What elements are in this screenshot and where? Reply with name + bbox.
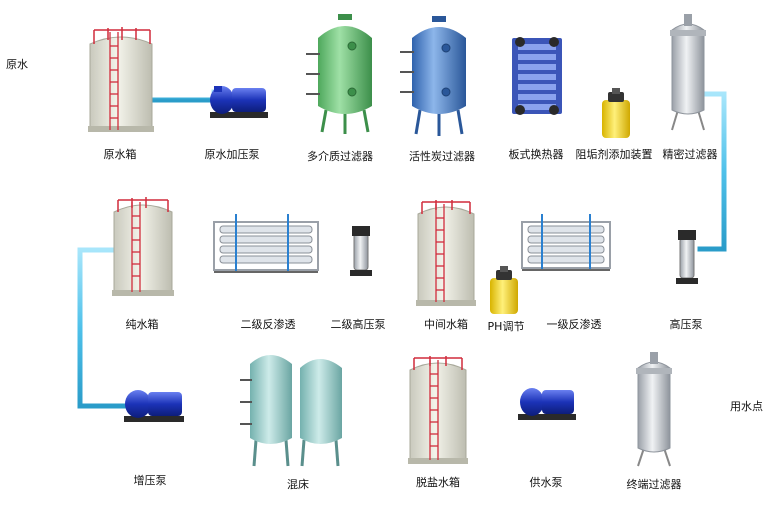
- outlet-label: 用水点: [730, 400, 763, 413]
- label-hp-pump2: 二级高压泵: [330, 318, 386, 331]
- label-terminal-filter: 终端过滤器: [626, 478, 682, 491]
- label-ro-stage2: 二级反渗透: [240, 318, 296, 331]
- mixed-bed: [240, 355, 342, 467]
- pipe-precision-down: [697, 91, 727, 252]
- label-multimedia-filter: 多介质过滤器: [307, 150, 373, 163]
- label-antiscalant: 阻垢剂添加装置: [575, 148, 653, 161]
- label-booster-pump: 增压泵: [133, 474, 167, 487]
- label-ph-adjust: PH调节: [487, 320, 525, 333]
- multimedia-filter: [306, 14, 372, 134]
- label-mid-tank: 中间水箱: [424, 318, 468, 331]
- label-mixed-bed: 混床: [287, 478, 309, 491]
- label-raw-tank: 原水箱: [103, 148, 137, 161]
- plate-heat-exchanger: [512, 37, 562, 115]
- pipe-pure-tank-to-booster: [77, 247, 131, 409]
- ro-stage2-rack: [213, 214, 319, 273]
- hp-pump2: [350, 226, 372, 276]
- source-label: 原水: [6, 58, 28, 71]
- ro-stage1-rack: [521, 214, 611, 271]
- label-precision-filter: 精密过滤器: [662, 148, 718, 161]
- raw-water-tank: [88, 27, 154, 132]
- intermediate-tank: [416, 200, 476, 306]
- pipes: [5, 67, 727, 409]
- label-plate-exchanger: 板式换热器: [508, 148, 564, 161]
- pure-water-tank: [112, 197, 174, 296]
- label-raw-pump: 原水加压泵: [204, 148, 260, 161]
- hp-pump1: [676, 230, 698, 284]
- label-supply-pump: 供水泵: [529, 476, 563, 489]
- label-ro-stage1: 一级反渗透: [546, 318, 602, 331]
- label-desalted-tank: 脱盐水箱: [416, 476, 460, 489]
- ladder: [109, 32, 119, 130]
- precision-filter: [670, 14, 706, 131]
- carbon-filter: [400, 16, 466, 136]
- label-pure-tank: 纯水箱: [125, 318, 159, 331]
- booster-pump: [124, 390, 184, 422]
- antiscalant-dosing-unit: [602, 88, 630, 138]
- terminal-filter: [636, 352, 672, 467]
- label-hp-pump1: 高压泵: [669, 318, 703, 331]
- raw-water-pump: [210, 86, 268, 118]
- label-carbon-filter: 活性炭过滤器: [409, 150, 475, 163]
- desalted-water-tank: [408, 356, 468, 464]
- ph-dosing-unit: [490, 266, 518, 314]
- supply-pump: [518, 388, 576, 420]
- pipe-raw-tank-to-pump: [149, 89, 217, 103]
